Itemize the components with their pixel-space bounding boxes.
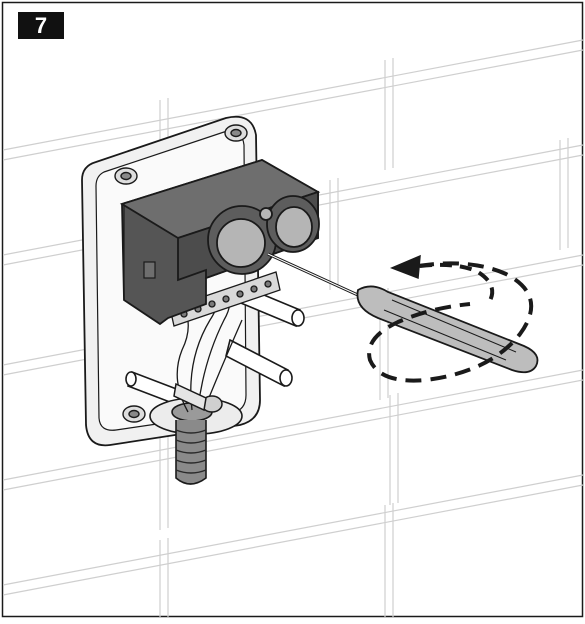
sensor-housing: [119, 159, 321, 326]
corner-screws: [114, 124, 248, 423]
screwdriver: [267, 252, 539, 374]
brick-wall: [2, 39, 584, 617]
rotation-arrowhead: [390, 254, 421, 280]
rotation-arrow-icon: [367, 261, 534, 383]
step-number-badge: 7: [18, 12, 64, 39]
terminal-block: [169, 271, 281, 327]
ground-clip: [173, 382, 223, 413]
